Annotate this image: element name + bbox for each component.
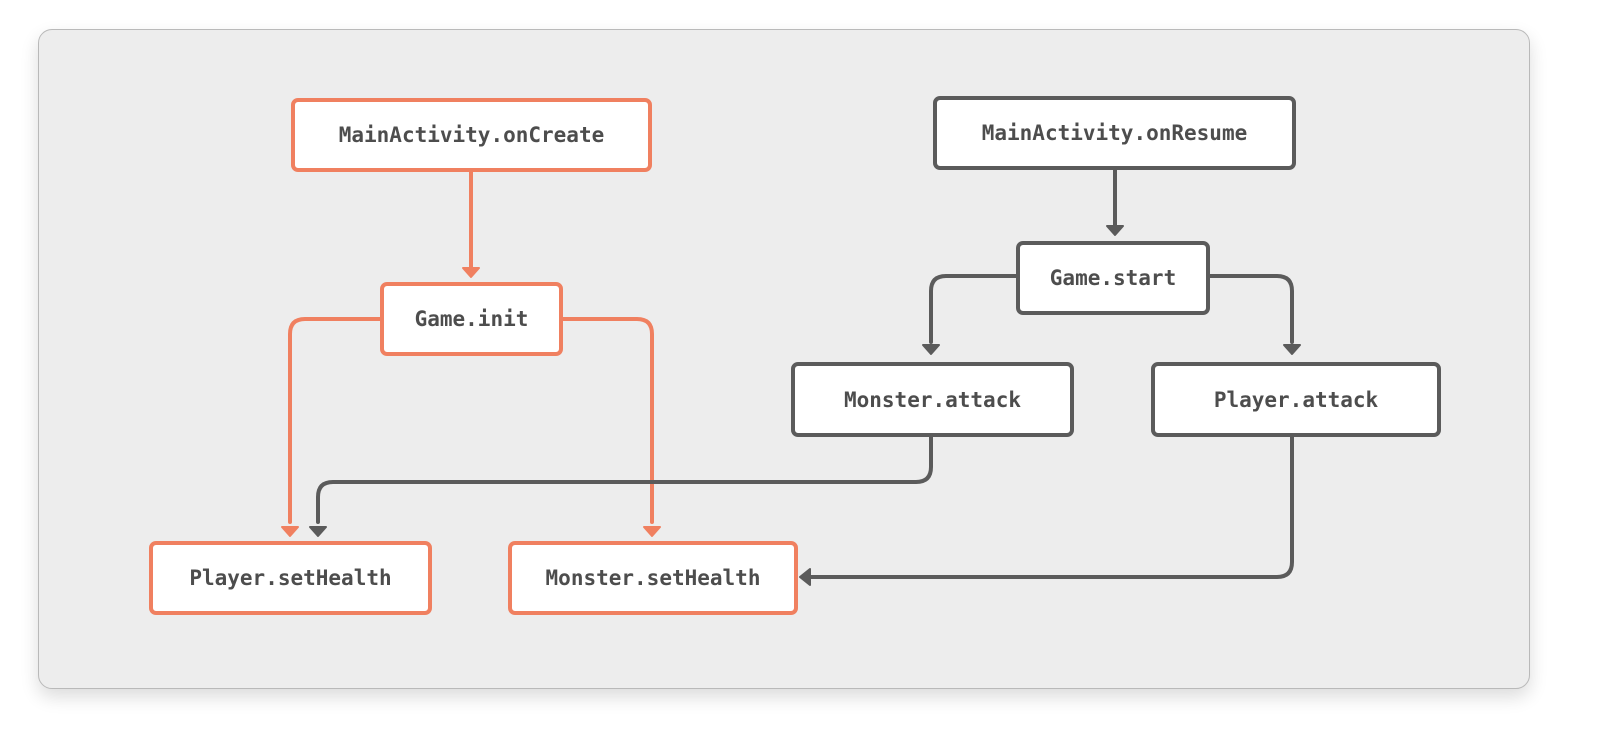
node-player-sethealth-label: Player.setHealth <box>189 566 392 590</box>
arrowhead-player-sethealth-orange <box>281 526 299 537</box>
node-game-start-label: Game.start <box>1049 266 1177 290</box>
arrowhead-player-sethealth-gray <box>309 526 327 537</box>
arrowhead-game-start <box>1106 225 1124 236</box>
node-player-sethealth: Player.setHealth <box>149 541 432 615</box>
node-main-oncreate: MainActivity.onCreate <box>291 98 652 172</box>
arrowhead-monster-attack <box>922 344 940 355</box>
node-main-onresume-label: MainActivity.onResume <box>981 121 1248 145</box>
node-player-attack: Player.attack <box>1151 362 1441 437</box>
node-main-onresume: MainActivity.onResume <box>933 96 1296 170</box>
node-monster-attack-label: Monster.attack <box>843 387 1021 412</box>
edge-monster-attack-to-player-sethealth <box>316 435 933 524</box>
edge-game-start-to-player-attack <box>1206 274 1294 344</box>
arrowhead-player-attack <box>1283 344 1301 355</box>
edge-game-init-to-player-sethealth <box>288 317 384 524</box>
arrowhead-monster-sethealth-orange <box>643 526 661 537</box>
node-game-init-label: Game.init <box>414 307 529 331</box>
arrowhead-game-init <box>462 267 480 278</box>
node-main-oncreate-label: MainActivity.onCreate <box>338 123 605 147</box>
node-monster-attack: Monster.attack <box>791 362 1074 437</box>
node-game-init: Game.init <box>380 282 563 356</box>
edge-game-start-to-monster-attack <box>929 274 1018 344</box>
arrowhead-monster-sethealth-gray <box>799 568 811 586</box>
edge-player-attack-to-monster-sethealth <box>808 435 1294 579</box>
node-player-attack-label: Player.attack <box>1213 387 1379 412</box>
node-monster-sethealth-label: Monster.setHealth <box>545 566 761 590</box>
edge-game-init-to-monster-sethealth <box>558 317 654 524</box>
node-monster-sethealth: Monster.setHealth <box>508 541 798 615</box>
node-game-start: Game.start <box>1016 241 1210 315</box>
